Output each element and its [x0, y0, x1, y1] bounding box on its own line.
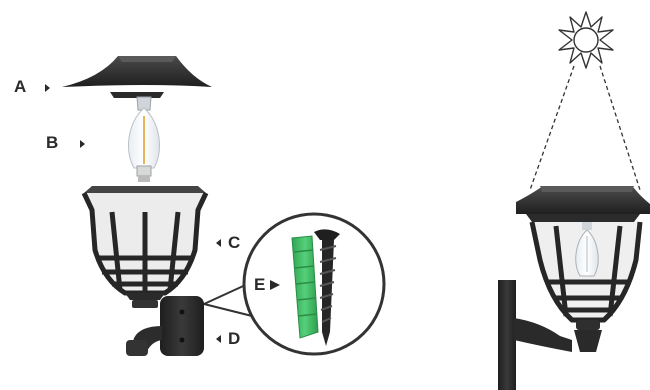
arrow-b-icon	[80, 140, 85, 148]
label-e: E	[254, 275, 265, 294]
label-d: D	[228, 329, 240, 348]
arrow-d-icon	[216, 335, 221, 343]
arrow-a-icon	[45, 84, 50, 92]
label-d-group: D	[216, 329, 240, 348]
label-c-group: C	[216, 233, 240, 252]
label-c: C	[228, 233, 240, 252]
label-b: B	[46, 133, 58, 152]
label-a-group: A	[14, 77, 50, 96]
label-a: A	[14, 77, 26, 96]
lantern-body-part	[84, 186, 206, 308]
label-b-group: B	[46, 133, 85, 152]
arrow-c-icon	[216, 239, 221, 247]
sunlight-rays	[530, 66, 640, 190]
sun-icon	[559, 12, 613, 68]
solar-cap-part	[62, 56, 212, 98]
bulb-icon	[129, 97, 160, 182]
